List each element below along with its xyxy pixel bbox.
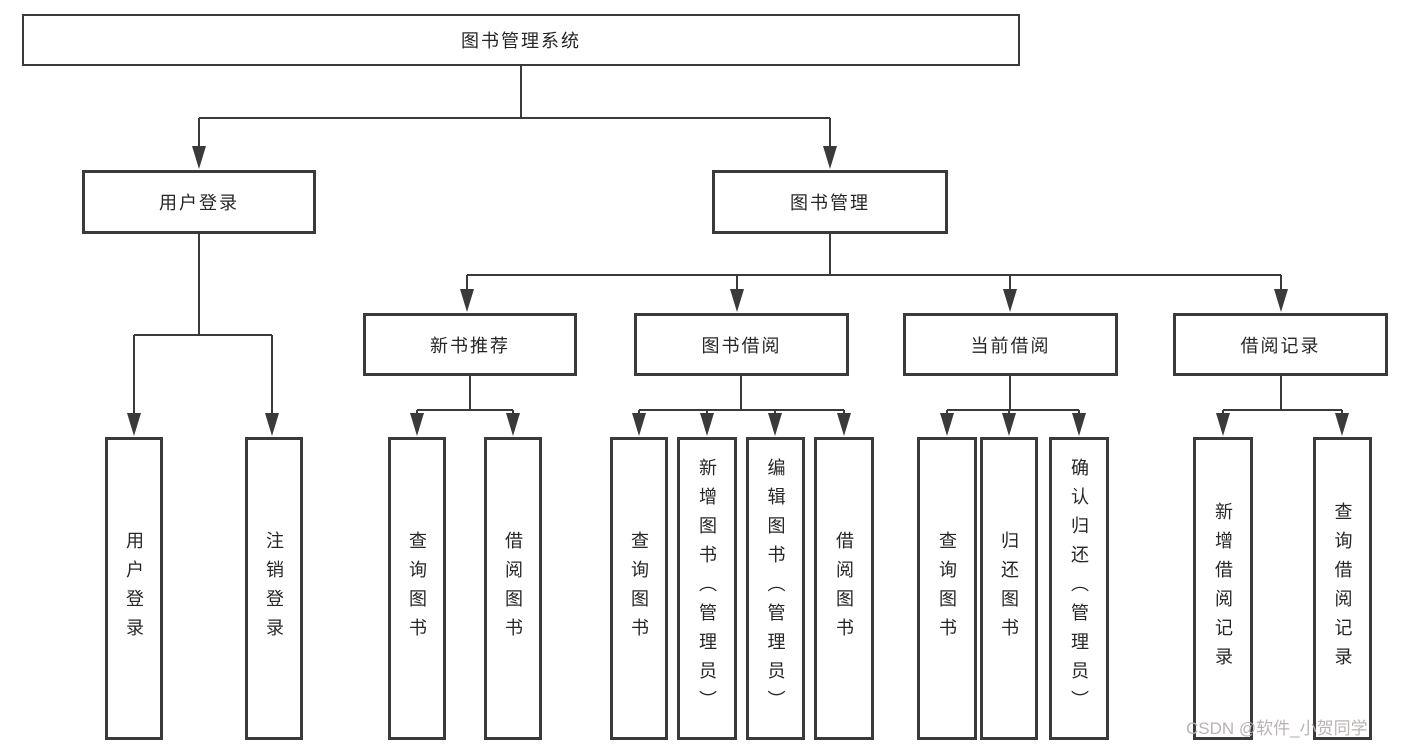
- leaf-query-borrow-record-label: 查询借阅记录: [1332, 501, 1353, 676]
- node-new-book-recommend: 新书推荐: [363, 313, 577, 376]
- leaf-recommend-borrow-books-label: 借阅图书: [503, 530, 523, 647]
- node-root-system: 图书管理系统: [22, 14, 1020, 66]
- leaf-recommend-query-books-label: 查询图书: [407, 530, 427, 647]
- node-current-borrow: 当前借阅: [903, 313, 1118, 376]
- connector-borrow-to-leaves: [632, 376, 851, 436]
- leaf-user-login: 用户登录: [105, 437, 163, 740]
- leaf-borrow-books-label: 借阅图书: [834, 530, 854, 647]
- leaf-query-borrow-record: 查询借阅记录: [1313, 437, 1372, 740]
- leaf-user-login-label: 用户登录: [124, 530, 144, 647]
- node-book-management-label: 图书管理: [790, 193, 870, 213]
- connector-root-to-level2: [192, 66, 837, 169]
- leaf-confirm-return-admin-label: 确认归还（管理员）: [1069, 458, 1089, 719]
- leaf-edit-books-admin: 编辑图书（管理员）: [746, 437, 805, 740]
- connector-records-to-leaves: [1216, 376, 1349, 436]
- node-user-login: 用户登录: [82, 170, 316, 234]
- connector-current-to-leaves: [940, 376, 1086, 436]
- node-current-borrow-label: 当前借阅: [970, 335, 1051, 356]
- node-borrow-records: 借阅记录: [1173, 313, 1388, 376]
- leaf-borrow-books: 借阅图书: [814, 437, 874, 740]
- leaf-edit-books-admin-label: 编辑图书（管理员）: [765, 458, 786, 719]
- node-user-login-label: 用户登录: [159, 193, 239, 213]
- leaf-recommend-query-books: 查询图书: [388, 437, 446, 740]
- leaf-logout: 注销登录: [245, 437, 303, 740]
- leaf-add-borrow-record: 新增借阅记录: [1193, 437, 1253, 740]
- leaf-recommend-borrow-books: 借阅图书: [484, 437, 542, 740]
- leaf-borrow-query-books-label: 查询图书: [629, 530, 649, 647]
- leaf-return-books-label: 归还图书: [999, 530, 1019, 647]
- leaf-logout-label: 注销登录: [264, 530, 284, 647]
- node-root-system-label: 图书管理系统: [461, 31, 581, 51]
- leaf-borrow-query-books: 查询图书: [610, 437, 668, 740]
- leaf-current-query-books-label: 查询图书: [937, 530, 957, 647]
- node-book-borrow-label: 图书借阅: [701, 335, 782, 356]
- connector-mgmt-to-level3: [460, 234, 1288, 312]
- connector-login-to-leaves: [127, 234, 279, 436]
- connector-recommend-to-leaves: [410, 376, 520, 436]
- node-new-book-recommend-label: 新书推荐: [430, 335, 510, 356]
- leaf-add-borrow-record-label: 新增借阅记录: [1213, 501, 1233, 676]
- leaf-add-books-admin: 新增图书（管理员）: [677, 437, 737, 740]
- node-book-management: 图书管理: [712, 170, 948, 234]
- node-book-borrow: 图书借阅: [634, 313, 849, 376]
- leaf-confirm-return-admin: 确认归还（管理员）: [1049, 437, 1109, 740]
- csdn-watermark: CSDN @软件_小贺同学: [1186, 719, 1368, 738]
- leaf-add-books-admin-label: 新增图书（管理员）: [697, 458, 717, 719]
- leaf-return-books: 归还图书: [980, 437, 1038, 740]
- leaf-current-query-books: 查询图书: [917, 437, 977, 740]
- node-borrow-records-label: 借阅记录: [1240, 335, 1321, 356]
